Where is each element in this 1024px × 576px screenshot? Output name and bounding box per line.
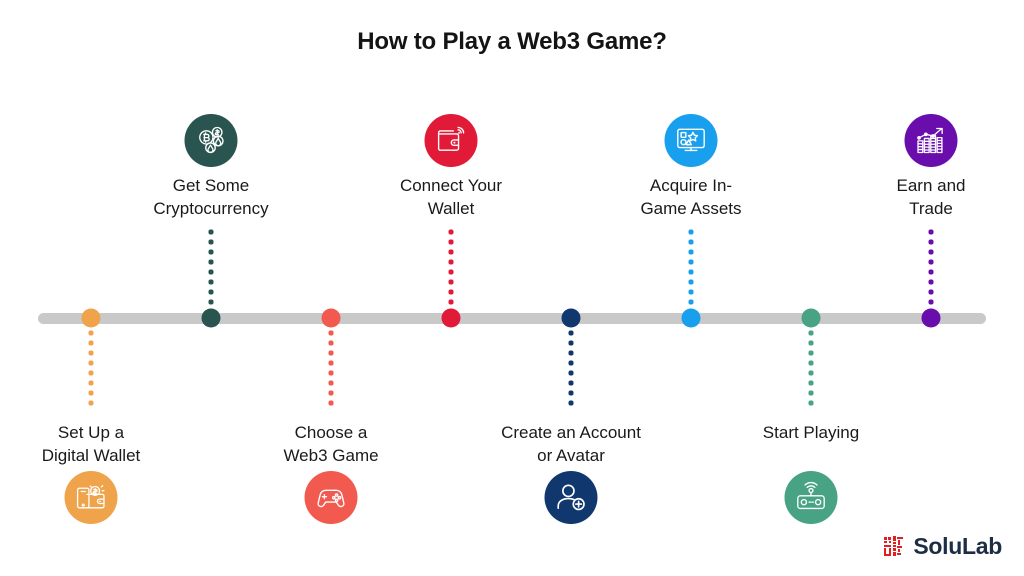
timeline-dot <box>921 308 941 328</box>
timeline-dot <box>201 308 221 328</box>
timeline-connector <box>568 327 574 410</box>
step-label: Get Some Cryptocurrency <box>153 176 269 218</box>
timeline-dot <box>681 308 701 328</box>
timeline-connector <box>208 226 214 309</box>
step-label: Set Up a Digital Wallet <box>41 423 141 465</box>
step-label: Connect Your Wallet <box>399 176 503 218</box>
timeline-dot <box>321 308 341 328</box>
step-label: Create an Account or Avatar <box>501 423 641 465</box>
growth-chart-icon <box>904 114 958 167</box>
solulab-logo: SoluLab <box>884 533 1002 560</box>
gamepad-icon <box>304 471 358 524</box>
timeline-connector <box>808 327 814 410</box>
solulab-logo-text: SoluLab <box>913 533 1002 559</box>
timeline-connector <box>688 226 694 309</box>
step-label: Earn and Trade <box>896 176 966 218</box>
timeline-connector <box>88 327 94 410</box>
user-add-icon <box>544 471 598 524</box>
timeline-dot <box>561 308 581 328</box>
game-controller-signal-icon <box>784 471 838 524</box>
solulab-mark-icon <box>884 535 904 556</box>
page-title: How to Play a Web3 Game? <box>357 28 667 55</box>
phone-wallet-icon <box>64 471 118 524</box>
timeline-dot <box>441 308 461 328</box>
timeline-axis <box>38 313 986 324</box>
crypto-coins-icon <box>184 114 238 167</box>
monitor-assets-icon <box>664 114 718 167</box>
timeline-dot <box>81 308 101 328</box>
timeline-connector <box>328 327 334 410</box>
timeline-connector <box>448 226 454 309</box>
timeline-dot <box>801 308 821 328</box>
step-label: Acquire In- Game Assets <box>640 176 742 218</box>
step-label: Start Playing <box>762 423 860 442</box>
wallet-nfc-icon <box>424 114 478 167</box>
timeline-connector <box>928 226 934 309</box>
step-label: Choose a Web3 Game <box>283 423 379 465</box>
